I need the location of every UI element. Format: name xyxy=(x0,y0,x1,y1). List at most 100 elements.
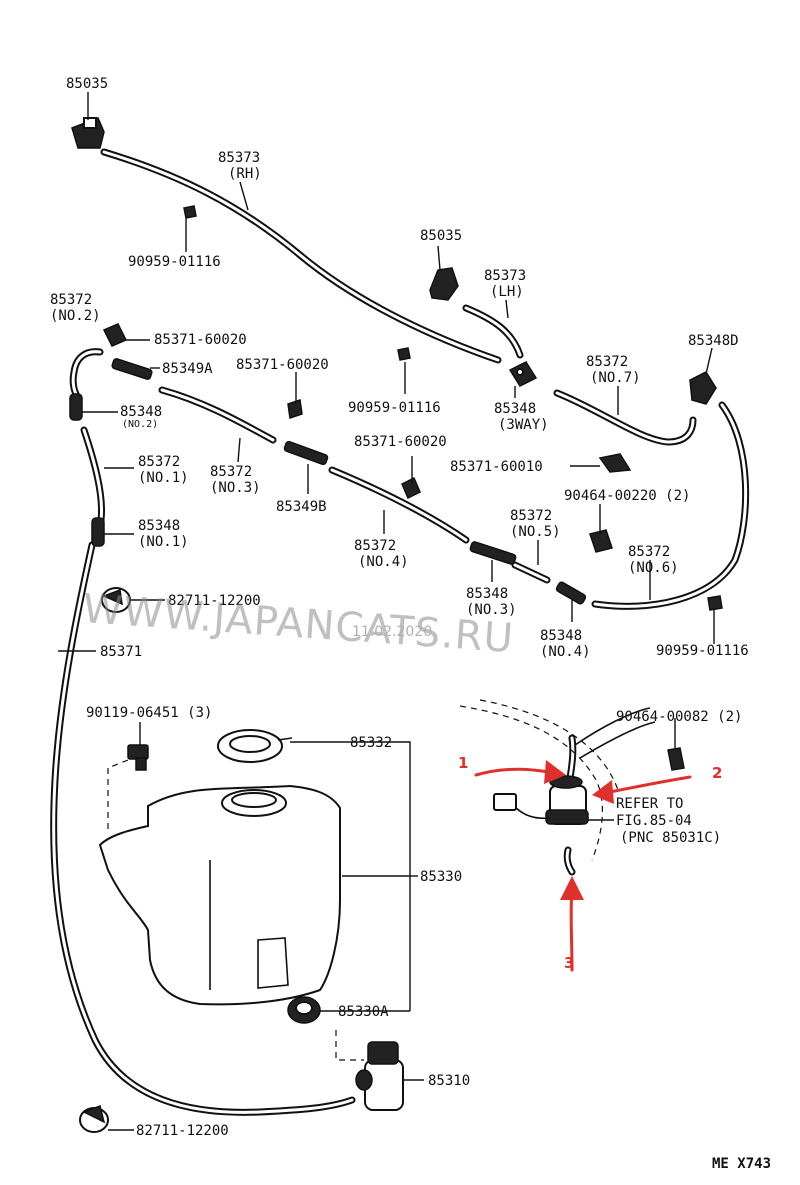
label-check-85348-no3-sub: (NO.3) xyxy=(466,602,517,618)
washer-tank-85330 xyxy=(98,784,341,1006)
hose-85372-no3 xyxy=(158,386,277,444)
label-clamp-85371-60020-a: 85371-60020 xyxy=(154,332,247,348)
body-outline-dashed xyxy=(459,699,656,861)
hose-85373-lh xyxy=(462,304,524,359)
label-check-85348-no3: 85348 xyxy=(466,586,508,602)
annotation-number-1: 1 xyxy=(458,754,468,772)
label-joint-85349b: 85349B xyxy=(276,499,327,515)
bolt-90119-06451 xyxy=(127,744,149,771)
annotation-arrow-1 xyxy=(474,760,566,784)
washer-valve-assembly xyxy=(493,775,589,825)
label-hose-85372-no6: 85372 xyxy=(628,544,670,560)
hose-85372-no7 xyxy=(553,389,697,446)
watermark-date: 11.02.2020 xyxy=(352,624,432,640)
clip-90959-01116-left xyxy=(183,205,197,219)
clamp-82711-12200-bottom xyxy=(79,1105,109,1133)
dashed-install-lines xyxy=(107,759,364,1061)
label-hose-85372-no1: 85372 xyxy=(138,454,180,470)
annotation-number-2: 2 xyxy=(712,764,722,782)
washer-nozzle-85348d xyxy=(689,371,717,405)
label-hose-85372-no5: 85372 xyxy=(510,508,552,524)
label-hose-85372-no1-sub: (NO.1) xyxy=(138,470,189,486)
annotation-arrow-2 xyxy=(592,775,692,804)
clip-90959-01116-right xyxy=(707,595,723,611)
label-clip-90959-01116-right: 90959-01116 xyxy=(656,643,749,659)
label-clamp-82711-12200-bottom: 82711-12200 xyxy=(136,1123,229,1139)
label-hose-85372-no2-sub: (NO.2) xyxy=(50,308,101,324)
hose-85372-no4 xyxy=(328,466,470,544)
label-check-85348-no2-sub: (NO.2) xyxy=(122,419,158,430)
label-check-85348-no4: 85348 xyxy=(540,628,582,644)
label-hose-85372-no4-sub: (NO.4) xyxy=(358,554,409,570)
label-hose-85373-rh: 85373 xyxy=(218,150,260,166)
three-way-joint-85348 xyxy=(508,361,538,387)
check-valve-85348-no3 xyxy=(469,541,517,565)
annotation-arrow-3 xyxy=(560,876,584,972)
watermark-text: WWW.JAPANCATS.RU xyxy=(81,586,515,662)
hose-85372-no2 xyxy=(69,348,104,398)
label-refer-line3: (PNC 85031C) xyxy=(620,830,721,846)
label-check-85348-no4-sub: (NO.4) xyxy=(540,644,591,660)
label-check-85348-no1: 85348 xyxy=(138,518,180,534)
check-valve-85348-no4 xyxy=(555,581,587,605)
label-bolt-90119-06451: 90119-06451 (3) xyxy=(86,705,212,721)
label-refer-line2: FIG.85-04 xyxy=(616,813,692,829)
label-clamp-82711-12200-upper: 82711-12200 xyxy=(168,593,261,609)
hose-85372-no1 xyxy=(80,426,106,524)
label-clip-90959-01116-center: 90959-01116 xyxy=(348,400,441,416)
label-grommet-85330a: 85330A xyxy=(338,1004,389,1020)
reservoir-cap-85332 xyxy=(217,729,293,763)
clamp-85371-60020-upper-a xyxy=(102,323,128,347)
label-pump-85310: 85310 xyxy=(428,1073,470,1089)
label-nozzle-85348d: 85348D xyxy=(688,333,739,349)
label-hose-85372-no3-sub: (NO.3) xyxy=(210,480,261,496)
label-cap-85332: 85332 xyxy=(350,735,392,751)
label-hose-85372-no3: 85372 xyxy=(210,464,252,480)
clamp-85371-60020-center xyxy=(401,476,421,500)
joint-85349b xyxy=(283,440,329,466)
label-hose-85372-no7: 85372 xyxy=(586,354,628,370)
label-hose-85373-lh-side: (LH) xyxy=(490,284,524,300)
label-clamp-85371-60020-center: 85371-60020 xyxy=(354,434,447,450)
washer-pump-85310 xyxy=(355,1041,404,1111)
grommet-85330a xyxy=(287,996,321,1024)
label-hose-85372-no4: 85372 xyxy=(354,538,396,554)
washer-nozzle-85035-left xyxy=(71,117,105,149)
figure-code: ME X743 xyxy=(712,1156,771,1172)
label-three-way-85348: 85348 xyxy=(494,401,536,417)
check-valve-85348-no2 xyxy=(69,393,83,421)
label-hose-85373-lh: 85373 xyxy=(484,268,526,284)
label-hose-85372-no2: 85372 xyxy=(50,292,92,308)
label-clamp-85371-60020-b: 85371-60020 xyxy=(236,357,329,373)
joint-85349a xyxy=(111,358,153,380)
washer-nozzle-85035-center xyxy=(429,267,459,301)
hose-pump-outlets xyxy=(563,734,577,876)
label-clip-90959-01116-left: 90959-01116 xyxy=(128,254,221,270)
clip-90464-00082 xyxy=(667,747,685,771)
label-nozzle-85035-center: 85035 xyxy=(420,228,462,244)
hose-85372-no6 xyxy=(591,401,750,610)
label-joint-85349a: 85349A xyxy=(162,361,213,377)
leader-lines xyxy=(58,92,715,1131)
label-hose-85372-no5-sub: (NO.5) xyxy=(510,524,561,540)
label-hose-85371: 85371 xyxy=(100,644,142,660)
label-refer-line1: REFER TO xyxy=(616,796,683,812)
label-clip-90464-00082: 90464-00082 (2) xyxy=(616,709,742,725)
label-tank-85330: 85330 xyxy=(420,869,462,885)
hose-85371-long xyxy=(50,541,356,1116)
hose-85373-rh xyxy=(100,148,502,364)
label-hose-85372-no6-sub: (NO.6) xyxy=(628,560,679,576)
check-valve-85348-no1 xyxy=(91,517,105,547)
clip-90959-01116-center xyxy=(397,347,411,361)
label-check-85348-no2: 85348 xyxy=(120,404,162,420)
label-clamp-85371-60010: 85371-60010 xyxy=(450,459,543,475)
hose-85372-no5 xyxy=(511,561,551,584)
label-three-way-sub: (3WAY) xyxy=(498,417,549,433)
label-hose-85372-no7-sub: (NO.7) xyxy=(590,370,641,386)
clamp-85371-60010 xyxy=(598,453,632,473)
label-nozzle-85035-left: 85035 xyxy=(66,76,108,92)
label-check-85348-no1-sub: (NO.1) xyxy=(138,534,189,550)
clamp-85371-60020-upper-b xyxy=(287,399,303,419)
clamp-82711-12200-upper xyxy=(101,587,131,613)
